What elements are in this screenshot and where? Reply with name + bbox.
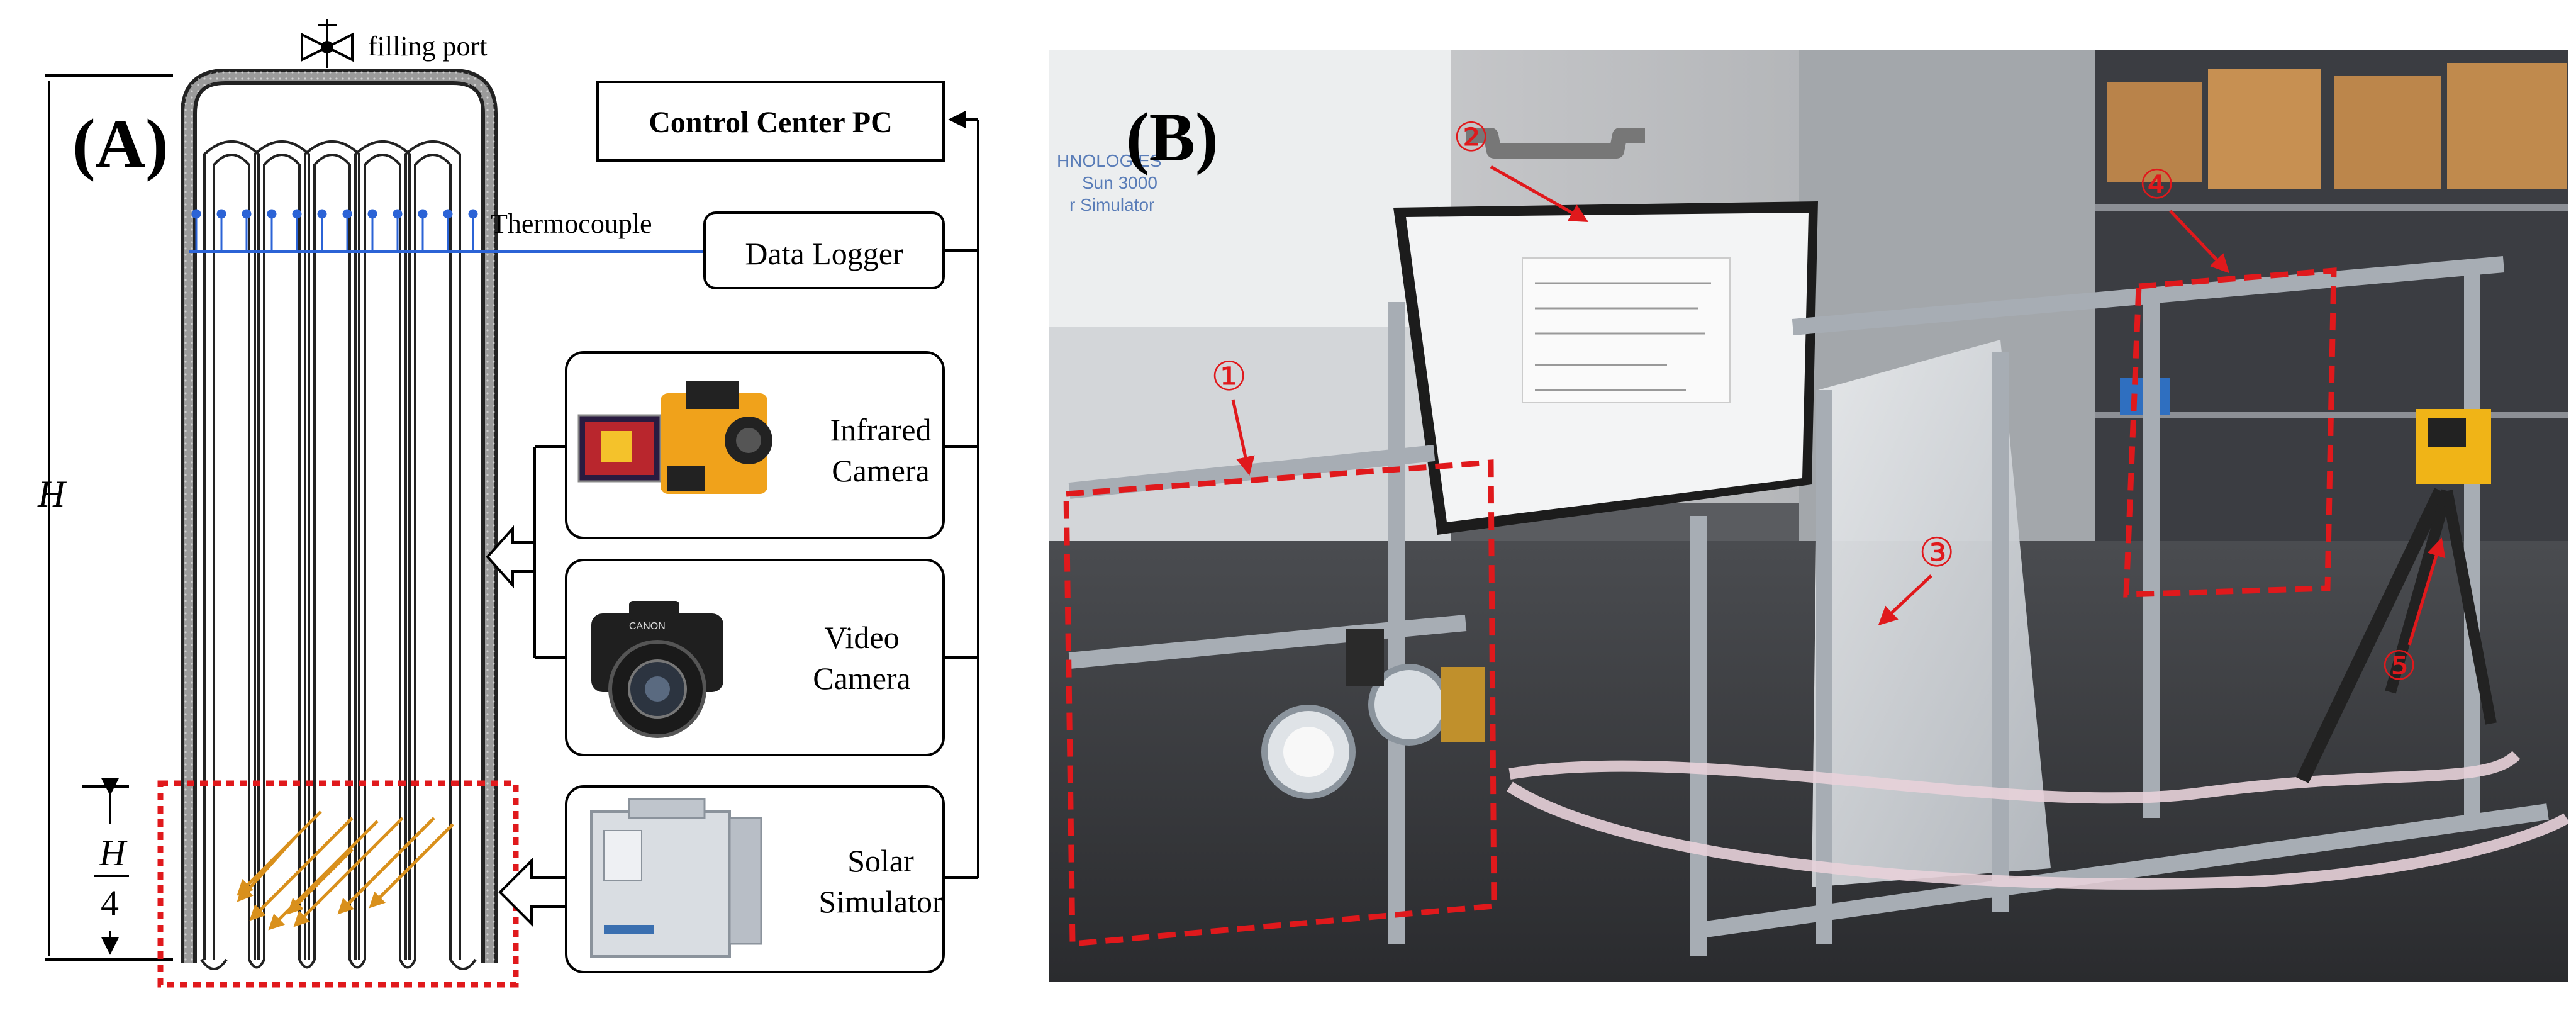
solar-irradiation-arrow	[498, 858, 567, 927]
infrared-camera-box: Infrared Camera	[565, 351, 945, 539]
video-camera-brand: CANON	[629, 621, 666, 632]
simulator-label-line2: Sun 3000	[1082, 173, 1157, 193]
quarter-numerator: H	[99, 832, 128, 873]
height-label: H	[37, 473, 67, 515]
panel-a-label: (A)	[72, 105, 169, 182]
sunlight-rays	[237, 810, 454, 931]
thermocouple-wire: Thermocouple	[189, 208, 705, 253]
data-logger-box: Data Logger	[703, 211, 945, 289]
solar-simulator-box: Solar Simulator	[565, 785, 945, 973]
region-1-box	[1063, 459, 1497, 947]
panel-b-label: (B)	[1126, 99, 1218, 176]
marker-5: ⑤	[2381, 643, 2417, 690]
camera-view-arrow	[486, 525, 536, 589]
heat-pipe-tubes	[181, 69, 498, 970]
marker-1: ①	[1211, 354, 1247, 400]
simulator-label-line3: r Simulator	[1069, 195, 1154, 215]
video-camera-box: CANON Video Camera	[565, 559, 945, 756]
panel-a: (A) H H 4	[37, 19, 979, 988]
solar-simulator-label-line2: Simulator	[818, 884, 943, 919]
infrared-camera-label-line2: Camera	[832, 453, 929, 488]
solar-simulator-icon	[590, 798, 762, 958]
filling-port-valve: filling port	[301, 19, 487, 68]
marker-2: ②	[1453, 115, 1489, 161]
video-camera-icon: CANON	[591, 601, 723, 738]
infrared-camera-label-line1: Infrared	[830, 412, 932, 447]
control-center-pc-label: Control Center PC	[649, 106, 893, 139]
video-camera-label-line2: Camera	[813, 661, 910, 696]
quarter-denominator: 4	[101, 883, 119, 924]
marker-4: ④	[2139, 162, 2175, 208]
infrared-camera-icon	[577, 381, 772, 494]
marker-3: ③	[1919, 530, 1954, 576]
quarter-height-dimension: H 4	[82, 778, 129, 955]
solar-simulator-label-line1: Solar	[847, 843, 914, 878]
simulator-label-line1: HNOLOGIES	[1057, 151, 1161, 171]
filling-port-label: filling port	[368, 31, 487, 62]
region-4-box	[2123, 267, 2337, 598]
height-dimension: H	[37, 74, 173, 961]
thermocouple-label: Thermocouple	[491, 208, 652, 239]
panel-b-annotations: (B) ① ② ③ ④ ⑤	[1063, 99, 2446, 947]
data-logger-label: Data Logger	[745, 236, 903, 271]
video-camera-label-line1: Video	[824, 620, 899, 655]
panel-b-photo: HNOLOGIES Sun 3000 r Simulator	[1049, 50, 2568, 982]
control-center-pc-box: Control Center PC	[596, 81, 945, 162]
